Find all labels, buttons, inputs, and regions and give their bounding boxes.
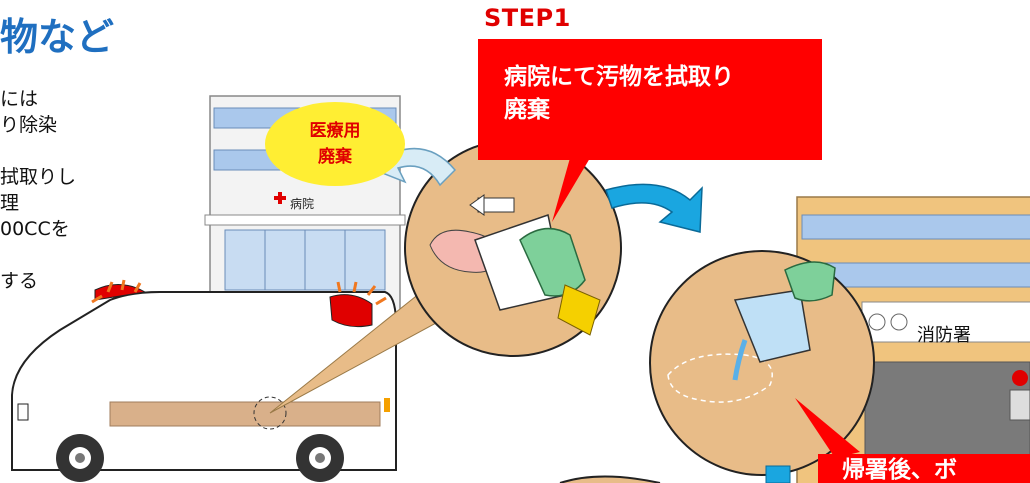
red-cross-icon xyxy=(274,192,286,204)
medical-waste-bubble xyxy=(265,102,405,186)
instruction-text: には り除染 拭取りし 理 00CCを する xyxy=(0,86,76,294)
text-line: り除染 xyxy=(0,114,58,136)
text-line: には xyxy=(0,88,39,110)
fire-station-sign: 消防署 xyxy=(917,325,971,346)
ambulance xyxy=(11,279,397,482)
text-line: 00CCを xyxy=(0,218,70,240)
caption-pointer xyxy=(795,398,860,458)
hospital-sign: 病院 xyxy=(290,197,315,211)
bottom-caption-box: 帰署後、ボ xyxy=(818,454,1030,483)
step-caption-line: 病院にて汚物を拭取り xyxy=(504,64,734,90)
bottom-arrow-icon xyxy=(765,465,791,483)
text-line: 拭取りし xyxy=(0,166,77,188)
text-line: する xyxy=(0,270,39,292)
step-label: STEP1 xyxy=(484,4,571,32)
step-caption-box: 病院にて汚物を拭取り 廃棄 xyxy=(478,39,822,160)
text-line xyxy=(0,138,76,164)
page-title: 物など xyxy=(0,15,115,59)
step-arrow-icon xyxy=(605,183,703,233)
bottom-circle xyxy=(559,475,661,483)
medical-waste-label: 医療用 廃棄 xyxy=(309,121,361,167)
text-line: 理 xyxy=(0,192,20,214)
step-caption-line: 廃棄 xyxy=(504,97,550,123)
text-line xyxy=(0,242,76,268)
step-pointer xyxy=(552,158,590,222)
